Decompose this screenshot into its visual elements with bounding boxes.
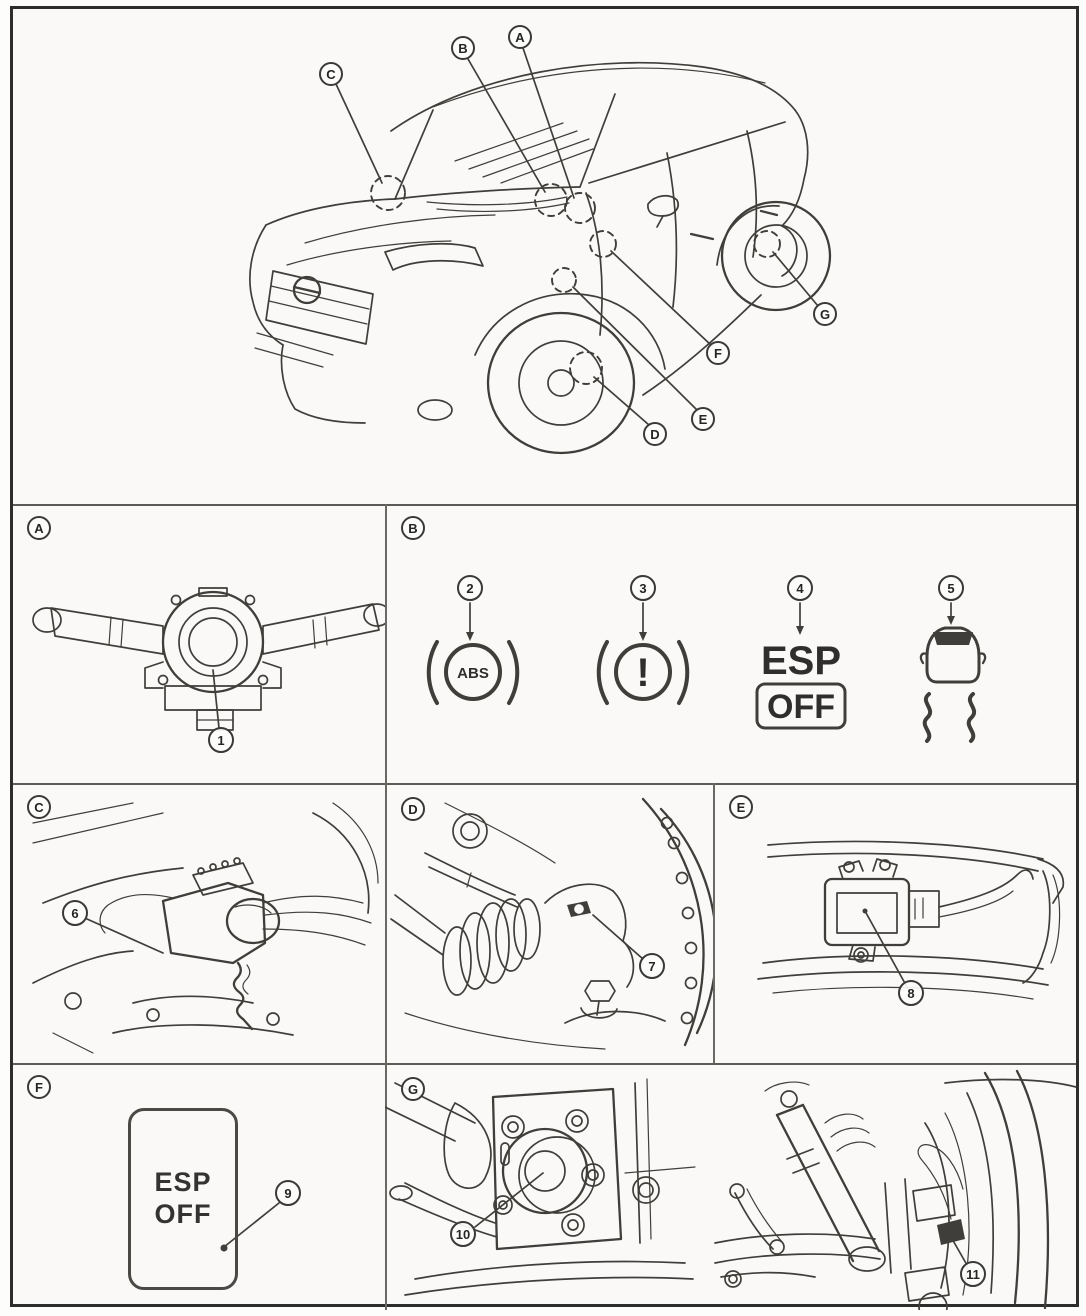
callout-10: 10 bbox=[450, 1221, 476, 1247]
overview-callout-e: E bbox=[691, 407, 715, 431]
esp-switch-leader-art bbox=[220, 1202, 280, 1252]
callout-1: 1 bbox=[208, 727, 234, 753]
svg-text:ABS: ABS bbox=[457, 665, 489, 682]
overview-callout-g: G bbox=[813, 302, 837, 326]
esp-switch-text-line1: ESP bbox=[154, 1167, 212, 1198]
divider-col-ab bbox=[385, 504, 387, 783]
rear-hub-sketch bbox=[385, 1078, 696, 1296]
callout-8-leader bbox=[864, 910, 908, 988]
divider-row1 bbox=[13, 504, 1076, 506]
panel-e-label: E bbox=[729, 795, 753, 819]
callout-7-leader bbox=[592, 914, 644, 960]
leader-dot bbox=[220, 1244, 228, 1252]
callout-8: 8 bbox=[898, 980, 924, 1006]
panel-c: C 6 bbox=[13, 783, 385, 1063]
car-outline-sketch bbox=[249, 61, 832, 455]
panel-overview: A B C D E F G bbox=[13, 9, 1076, 504]
divider-row2 bbox=[13, 783, 1076, 785]
abs-warning-lamp-icon: ABS bbox=[426, 640, 520, 705]
callout-6: 6 bbox=[62, 900, 88, 926]
rear-suspension-sketch bbox=[714, 1069, 1076, 1310]
panel-g: G 10 11 bbox=[385, 1063, 1076, 1310]
callout-10-leader bbox=[474, 1172, 544, 1228]
rear-sensor-illustration bbox=[385, 1069, 1076, 1310]
slip-indicator-icon bbox=[919, 626, 987, 743]
abs-actuator-illustration bbox=[32, 802, 379, 1054]
svg-text:OFF: OFF bbox=[767, 688, 835, 726]
panel-b: ABS ! ESP OFF B 2 3 bbox=[385, 504, 1076, 783]
overview-callout-f: F bbox=[706, 341, 730, 365]
esp-off-switch: ESP OFF bbox=[128, 1108, 238, 1290]
engine-bay-sketch bbox=[32, 802, 379, 1054]
panel-e: E 8 bbox=[713, 783, 1076, 1063]
divider-col-cd bbox=[385, 783, 387, 1063]
overview-callout-d: D bbox=[643, 422, 667, 446]
panel-f: ESP OFF F 9 bbox=[13, 1063, 385, 1310]
leader-dot bbox=[862, 908, 868, 914]
panel-f-label: F bbox=[27, 1075, 51, 1099]
panel-g-label: G bbox=[401, 1077, 425, 1101]
sensor-mount-sketch bbox=[757, 840, 1065, 1000]
leader-lines bbox=[335, 47, 819, 426]
panel-b-label: B bbox=[401, 516, 425, 540]
esp-switch-text-line2: OFF bbox=[154, 1199, 212, 1229]
esp-off-indicator-icon: ESP OFF bbox=[755, 639, 847, 730]
panel-a-label: A bbox=[27, 516, 51, 540]
combination-switch-sketch bbox=[32, 587, 385, 731]
callout-9-leader bbox=[223, 1202, 280, 1248]
overview-callout-a: A bbox=[508, 25, 532, 49]
callout-11-leader bbox=[950, 1236, 968, 1266]
svg-text:!: ! bbox=[636, 651, 649, 695]
panel-c-label: C bbox=[27, 795, 51, 819]
panel-a: A 1 bbox=[13, 504, 385, 783]
panel-d-label: D bbox=[401, 797, 425, 821]
svg-text:ESP: ESP bbox=[761, 639, 841, 683]
divider-row3 bbox=[13, 1063, 1076, 1065]
location-marker-circles bbox=[370, 175, 781, 385]
callout-7: 7 bbox=[639, 953, 665, 979]
callout-6-leader bbox=[86, 918, 164, 954]
overview-callout-c: C bbox=[319, 62, 343, 86]
callout-9: 9 bbox=[275, 1180, 301, 1206]
front-hub-sketch bbox=[390, 797, 713, 1050]
divider-col-fg bbox=[385, 1063, 387, 1310]
overview-callout-b: B bbox=[451, 36, 475, 60]
callout-1-leader bbox=[212, 669, 220, 729]
divider-col-de bbox=[713, 783, 715, 1063]
callout-2: 2 bbox=[457, 575, 483, 601]
callout-4: 4 bbox=[787, 575, 813, 601]
diagram-frame: A B C D E F G bbox=[10, 6, 1079, 1310]
callout-5: 5 bbox=[938, 575, 964, 601]
callout-arrows bbox=[466, 602, 955, 641]
panel-d: D 7 bbox=[385, 783, 713, 1063]
yaw-rate-sensor-illustration bbox=[757, 840, 1065, 1000]
steering-column-switch-illustration bbox=[32, 587, 385, 731]
indicator-icons-illustration: ABS ! ESP OFF bbox=[426, 602, 987, 743]
car-location-illustration bbox=[249, 47, 832, 455]
callout-11: 11 bbox=[960, 1261, 986, 1287]
callout-3: 3 bbox=[630, 575, 656, 601]
brake-warning-lamp-icon: ! bbox=[596, 640, 690, 705]
front-wheel-sensor-illustration bbox=[390, 797, 713, 1050]
